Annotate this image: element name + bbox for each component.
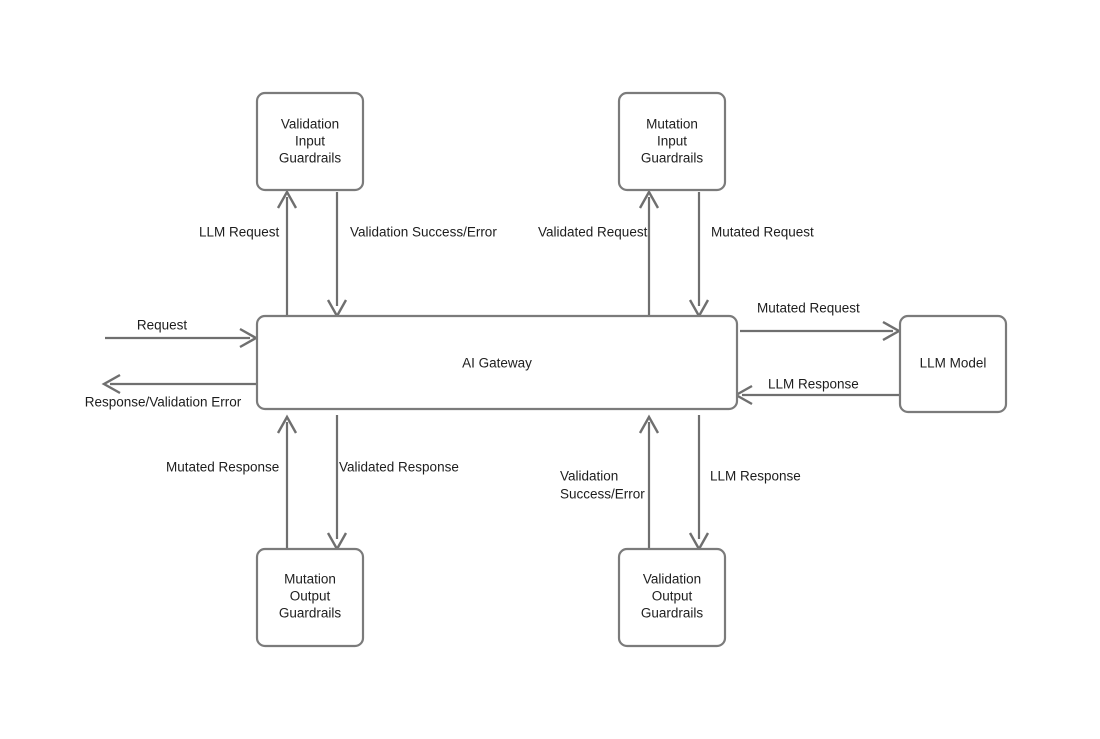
node-mutation-output-guardrails-line2: Output [290, 589, 331, 604]
edge-llm-request: LLM Request [199, 189, 298, 318]
arrowhead-icon [638, 189, 660, 209]
node-validation-input-guardrails-line1: Validation [281, 117, 339, 132]
node-llm-model-box[interactable] [898, 314, 1008, 414]
edge-label-llm-response-model: LLM Response [768, 377, 859, 392]
node-mutation-input-guardrails-line2: Input [657, 134, 687, 149]
edge-request: Request [105, 318, 259, 349]
node-ai-gateway[interactable]: AI Gateway [255, 314, 739, 411]
node-mutation-input-guardrails-line3: Guardrails [641, 151, 704, 166]
edge-response-validation-error: Response/Validation Error [85, 373, 257, 410]
node-validation-output-guardrails-box[interactable] [617, 547, 727, 648]
edge-label-validated-request: Validated Request [538, 225, 648, 240]
node-validation-output-guardrails-line3: Guardrails [641, 606, 704, 621]
edge-validated-response: Validated Response [326, 415, 459, 552]
node-validation-output-guardrails-line1: Validation [643, 572, 701, 587]
edge-llm-response-model: LLM Response [733, 377, 900, 406]
node-mutation-output-guardrails-box[interactable] [255, 547, 365, 648]
node-mutation-input-guardrails-box[interactable] [617, 91, 727, 192]
edge-label-validation-success-error-out-line1: Validation [560, 469, 618, 484]
node-validation-output-guardrails[interactable]: Validation Output Guardrails [617, 547, 727, 648]
arrowhead-icon [276, 414, 298, 434]
edge-label-mutated-request-in: Mutated Request [711, 225, 814, 240]
edge-validated-request: Validated Request [538, 189, 660, 318]
node-ai-gateway-label: AI Gateway [462, 356, 532, 371]
node-mutation-input-guardrails[interactable]: Mutation Input Guardrails [617, 91, 727, 192]
node-validation-output-guardrails-line2: Output [652, 589, 693, 604]
node-mutation-input-guardrails-line1: Mutation [646, 117, 698, 132]
edge-label-llm-request: LLM Request [199, 225, 280, 240]
edge-label-response-validation-error: Response/Validation Error [85, 395, 242, 410]
node-mutation-output-guardrails-line3: Guardrails [279, 606, 342, 621]
edge-label-validation-success-error-out-line2: Success/Error [560, 487, 645, 502]
edge-validation-success-error-out: Validation Success/Error [560, 414, 660, 550]
edge-validation-success-error-in: Validation Success/Error [326, 192, 497, 319]
edge-mutated-request-in: Mutated Request [688, 192, 814, 319]
node-llm-model-label: LLM Model [920, 356, 987, 371]
edge-mutated-response: Mutated Response [166, 414, 298, 550]
edge-label-mutated-request-out: Mutated Request [757, 301, 860, 316]
node-validation-input-guardrails-line2: Input [295, 134, 325, 149]
node-mutation-output-guardrails-line1: Mutation [284, 572, 336, 587]
edge-label-mutated-response: Mutated Response [166, 460, 279, 475]
node-llm-model[interactable]: LLM Model [898, 314, 1008, 414]
edge-label-validation-success-error-in: Validation Success/Error [350, 225, 497, 240]
node-mutation-output-guardrails[interactable]: Mutation Output Guardrails [255, 547, 365, 648]
edge-mutated-request-out: Mutated Request [740, 301, 902, 342]
node-validation-input-guardrails-box[interactable] [255, 91, 365, 192]
edge-label-request: Request [137, 318, 188, 333]
edge-label-llm-response-out: LLM Response [710, 469, 801, 484]
arrowhead-icon [101, 373, 121, 395]
node-validation-input-guardrails-line3: Guardrails [279, 151, 342, 166]
node-ai-gateway-box[interactable] [255, 314, 739, 411]
edge-label-validated-response: Validated Response [339, 460, 459, 475]
arrowhead-icon [276, 189, 298, 209]
arrowhead-icon [638, 414, 660, 434]
node-validation-input-guardrails[interactable]: Validation Input Guardrails [255, 91, 365, 192]
edge-llm-response-out: LLM Response [688, 415, 801, 552]
